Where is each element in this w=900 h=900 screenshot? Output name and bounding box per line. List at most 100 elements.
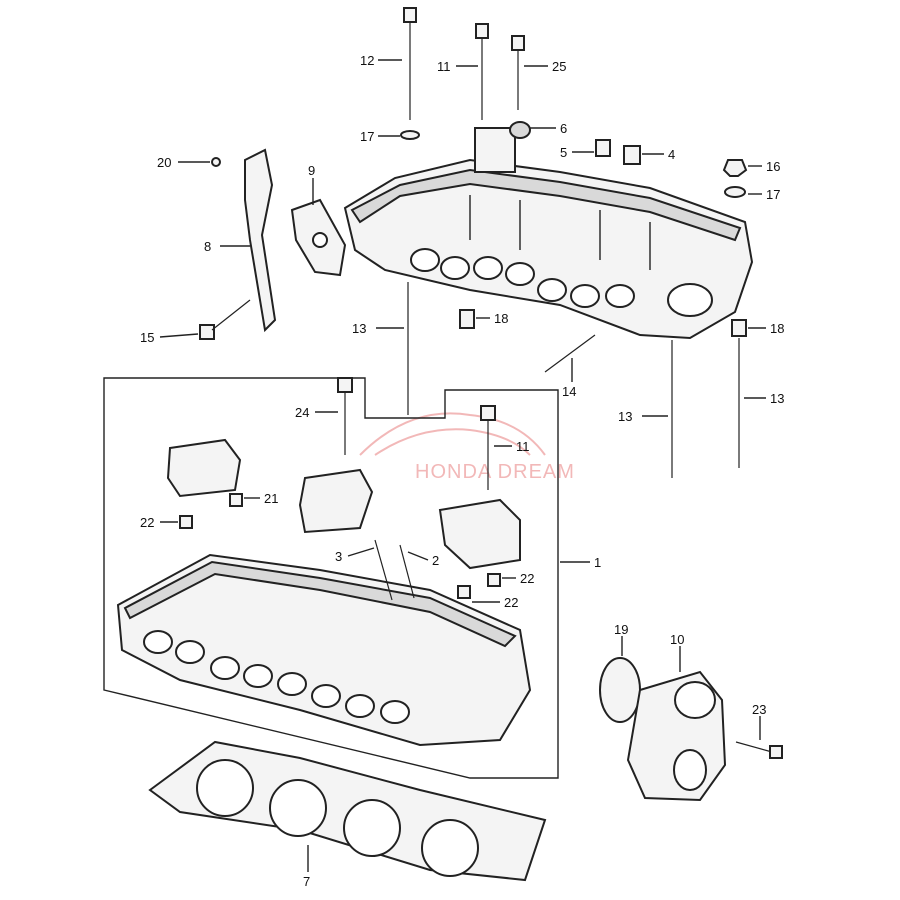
watermark-text: HONDA DREAM <box>415 461 575 483</box>
callout-13-left: 13 <box>352 321 404 336</box>
callout-18-right-label: 18 <box>770 321 784 336</box>
engine-hanger-9 <box>290 198 347 277</box>
callout-11-upper-label: 11 <box>437 59 451 74</box>
stud-13-right <box>731 319 747 468</box>
callout-22-right-lower-label: 22 <box>504 595 518 610</box>
valve-guide-2 <box>399 544 415 599</box>
bolt-11-upper <box>475 23 489 120</box>
cam-holder-right <box>438 498 521 570</box>
assembly-boundary <box>103 377 559 779</box>
bolt-24 <box>337 377 353 455</box>
bolt-15 <box>199 299 251 340</box>
callout-1: 1 <box>560 555 601 570</box>
cam-holder-left <box>166 438 242 498</box>
callout-25: 25 <box>524 59 566 74</box>
callout-22-right-upper: 22 <box>502 571 534 586</box>
callout-4: 4 <box>642 147 675 162</box>
callout-22-left: 22 <box>140 515 178 530</box>
callout-17-right-label: 17 <box>766 187 780 202</box>
callout-5-right: 5 <box>560 145 594 160</box>
callout-18-center-label: 18 <box>494 311 508 326</box>
callout-24-label: 24 <box>295 405 309 420</box>
clip-20 <box>211 157 221 167</box>
callout-16-label: 16 <box>766 159 780 174</box>
callout-13-right: 13 <box>744 391 784 406</box>
bolt-25 <box>511 35 525 110</box>
callout-25-label: 25 <box>552 59 566 74</box>
cam-holder-center <box>298 468 374 534</box>
callout-17-left: 17 <box>360 129 400 144</box>
callout-6: 6 <box>530 121 567 136</box>
fitting-4 <box>623 145 641 165</box>
fitting-5 <box>595 139 611 157</box>
dowel-22-right-upper <box>487 573 501 587</box>
callout-17-left-label: 17 <box>360 129 374 144</box>
callout-11-upper: 11 <box>437 59 478 74</box>
nut-16 <box>722 159 748 177</box>
lower-cylinder-head <box>116 553 532 747</box>
distributor-housing <box>474 121 531 173</box>
callout-8-label: 8 <box>204 239 211 254</box>
dowel-21 <box>229 493 243 507</box>
callout-6-label: 6 <box>560 121 567 136</box>
callout-18-center: 18 <box>476 311 508 326</box>
head-gasket-7 <box>148 740 547 882</box>
callout-4-label: 4 <box>668 147 675 162</box>
callout-7: 7 <box>303 845 310 889</box>
callout-10-label: 10 <box>670 632 684 647</box>
callout-15-label: 15 <box>140 330 154 345</box>
callout-14-label: 14 <box>562 384 576 399</box>
valve-guide-3 <box>374 539 393 601</box>
callout-16: 16 <box>748 159 780 174</box>
callout-9-label: 9 <box>308 163 315 178</box>
callout-18-right: 18 <box>748 321 784 336</box>
callout-13-middle-label: 13 <box>618 409 632 424</box>
callout-24: 24 <box>295 405 338 420</box>
callout-20-label: 20 <box>157 155 171 170</box>
bolt-11-lower <box>480 405 496 490</box>
dowel-22-right-lower <box>457 585 471 599</box>
watermark: HONDA DREAM <box>359 412 575 483</box>
washer-17-right <box>724 186 746 198</box>
callout-11-lower-label: 11 <box>516 439 530 454</box>
callout-21: 21 <box>244 491 278 506</box>
stud-14 <box>544 334 596 373</box>
callout-9: 9 <box>308 163 315 205</box>
callout-8: 8 <box>204 239 250 254</box>
callout-23-label: 23 <box>752 702 766 717</box>
callout-10: 10 <box>670 632 684 672</box>
callout-7-label: 7 <box>303 874 310 889</box>
callout-20: 20 <box>157 155 210 170</box>
callout-21-label: 21 <box>264 491 278 506</box>
thermostat-housing-10 <box>626 670 727 802</box>
callout-17-right: 17 <box>748 187 780 202</box>
upper-cylinder-head <box>343 158 754 340</box>
callout-19: 19 <box>614 622 628 656</box>
callout-2-label: 2 <box>432 553 439 568</box>
callout-5-right-label: 5 <box>560 145 567 160</box>
dowel-18-center <box>459 309 475 329</box>
callout-23: 23 <box>752 702 766 740</box>
callout-3: 3 <box>335 547 375 564</box>
callout-11-lower: 11 <box>494 439 530 454</box>
callout-19-label: 19 <box>614 622 628 637</box>
callout-13-right-label: 13 <box>770 391 784 406</box>
bracket-8 <box>244 148 277 333</box>
callout-14: 14 <box>562 358 576 399</box>
callout-3-label: 3 <box>335 549 342 564</box>
callout-13-left-label: 13 <box>352 321 366 336</box>
callout-12: 12 <box>360 53 402 68</box>
callout-22-left-label: 22 <box>140 515 154 530</box>
callout-13-middle: 13 <box>618 409 668 424</box>
callout-2: 2 <box>407 551 439 568</box>
o-ring-19 <box>599 657 641 723</box>
callout-22-right-lower: 22 <box>472 595 518 610</box>
callout-15: 15 <box>140 330 199 345</box>
bolt-12 <box>400 7 420 140</box>
bolt-23 <box>735 741 783 759</box>
callout-1-label: 1 <box>594 555 601 570</box>
callout-12-label: 12 <box>360 53 374 68</box>
callout-22-right-upper-label: 22 <box>520 571 534 586</box>
dowel-22-left <box>179 515 193 529</box>
